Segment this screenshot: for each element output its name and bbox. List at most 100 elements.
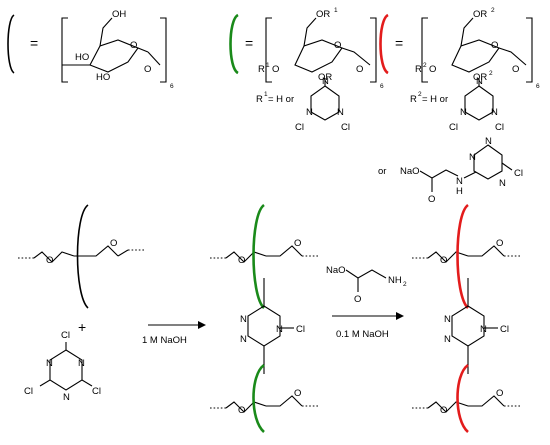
svg-text:Cl: Cl [24,386,33,397]
svg-text:O: O [496,388,503,399]
svg-text:N: N [469,152,476,163]
svg-text:N: N [276,324,283,335]
activated-cd-ring [229,13,239,75]
svg-text:R: R [415,64,422,75]
glycinate-reagent: NaO O NH 2 [326,265,407,305]
svg-text:N: N [491,107,498,118]
svg-text:1: 1 [334,7,338,14]
native-left-bracket [61,17,68,83]
svg-text:NH: NH [388,275,402,286]
native-ho-2: HO [96,72,110,83]
final-or-primary: OR [473,9,487,20]
svg-text:N: N [322,76,329,87]
final-repeat: 6 [536,83,540,90]
cyanuric-chloride: Cl N N N Cl Cl [24,330,101,403]
svg-text:Cl: Cl [61,330,70,341]
svg-text:2: 2 [403,281,407,288]
native-equals: = [30,35,38,51]
svg-text:Cl: Cl [92,386,101,397]
svg-text:O: O [496,238,503,249]
svg-text:N: N [240,334,247,345]
svg-text:N: N [485,136,492,147]
svg-text:Cl: Cl [449,122,458,133]
activated-or-2: OR [318,72,332,83]
activated-r-ring: R [258,64,265,75]
svg-text:N: N [460,107,467,118]
svg-text:N: N [306,107,313,118]
svg-text:= H or: = H or [268,94,294,105]
svg-text:2: 2 [489,70,493,77]
r2-definition: R 2 = H or N N N Cl Cl or NaO O N H N N … [378,76,523,205]
r2-triazine: N N N Cl Cl [449,76,504,133]
svg-text:O: O [294,238,301,249]
svg-text:O: O [238,255,245,266]
svg-text:O: O [440,405,447,416]
r2-glycine-triazine: NaO O N H N N N Cl [400,136,523,205]
final-cd-ring [379,13,389,75]
step2-reagent: 0.1 M NaOH [336,329,389,340]
svg-text:O: O [272,64,279,75]
r1-triazine: N N N Cl Cl [295,76,350,133]
svg-text:N: N [476,76,483,87]
svg-text:OR: OR [473,72,487,83]
step2-arrow: 0.1 M NaOH [332,312,404,340]
step1-reagent: 1 M NaOH [142,335,187,346]
native-glucose-unit: OH O HO HO O 6 [61,9,174,90]
svg-text:O: O [429,64,436,75]
svg-text:Cl: Cl [514,168,523,179]
svg-text:1: 1 [266,62,270,69]
r1-definition: R 1 = H or N N N Cl Cl [256,76,350,133]
step1-arrow: 1 M NaOH [142,321,206,346]
svg-text:O: O [110,238,117,249]
svg-text:O: O [440,255,447,266]
svg-text:Cl: Cl [495,122,504,133]
svg-text:N: N [444,334,451,345]
svg-text:R: R [256,94,263,105]
svg-text:R: R [410,94,417,105]
svg-text:N: N [499,178,506,189]
native-ho-1: HO [75,52,89,63]
native-cd-ring [7,14,15,74]
svg-text:O: O [512,64,519,75]
reactant-native-cd: O O [18,204,146,309]
svg-text:N: N [480,324,487,335]
svg-text:Cl: Cl [296,324,305,335]
svg-text:NaO: NaO [326,265,346,276]
svg-text:N: N [337,107,344,118]
svg-text:N: N [444,314,451,325]
activated-ring-o: O [334,40,341,51]
final-cd-symbol: = [379,13,403,75]
activated-glucose-unit: OR 1 O R 1 O OR O 6 [258,7,384,90]
plus-sign: + [78,319,86,335]
svg-text:N: N [78,358,85,369]
svg-text:2: 2 [418,91,422,98]
svg-text:O: O [356,64,363,75]
r2-or: or [378,166,386,177]
native-cd-symbol: = [7,14,38,74]
activated-cd-symbol: = [229,13,253,75]
svg-text:O: O [238,405,245,416]
svg-text:Cl: Cl [500,324,509,335]
native-ring-o: O [130,40,137,51]
intermediate-green: O O N N N Cl O O [210,203,320,433]
final-equals: = [395,35,403,51]
final-ring-o: O [491,40,498,51]
svg-text:O: O [46,255,53,266]
svg-text:2: 2 [423,62,427,69]
native-oh-primary: OH [112,9,126,20]
svg-text:Cl: Cl [341,122,350,133]
native-repeat: 6 [170,83,174,90]
svg-text:Cl: Cl [295,122,304,133]
activated-or-primary: OR [316,9,330,20]
svg-text:O: O [354,294,361,305]
svg-text:1: 1 [264,91,268,98]
svg-text:O: O [428,194,435,205]
svg-text:N: N [456,176,463,187]
svg-text:N: N [63,392,70,403]
svg-text:N: N [46,358,53,369]
activated-repeat: 6 [380,83,384,90]
svg-text:2: 2 [491,7,495,14]
intermediate-triazine: N N N Cl [240,278,305,374]
native-link-o: O [144,64,151,75]
